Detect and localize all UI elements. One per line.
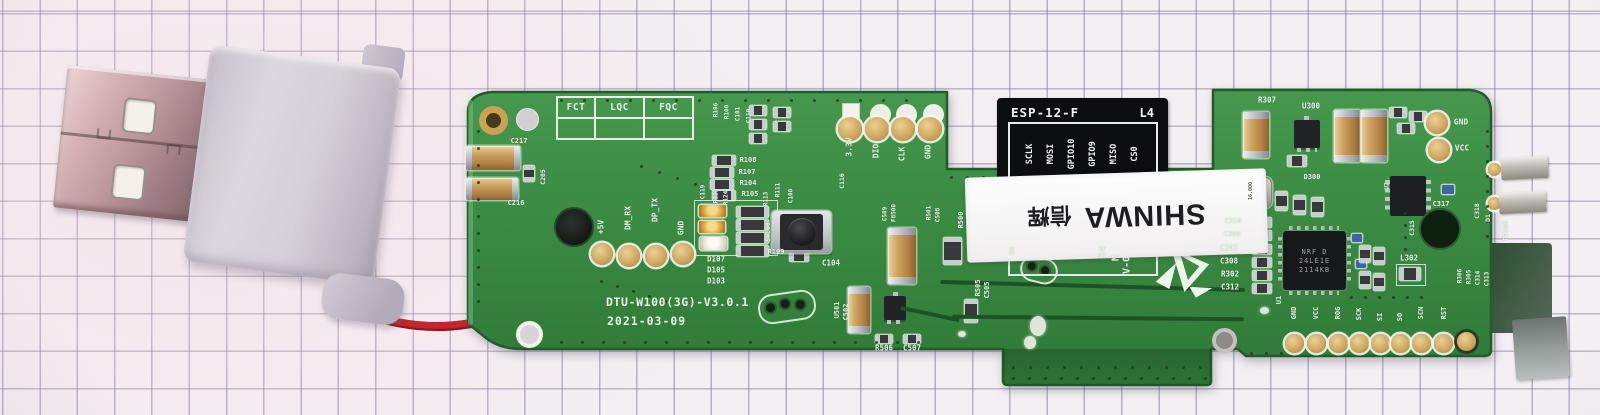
board-model-text: DTU-W100(3G)-V3.0.1 (606, 295, 749, 309)
scuff-mark (1030, 316, 1046, 336)
nrf24le1-chip: NRF D 24LE1E 2114KB (1278, 226, 1351, 295)
esp-pin-label: MOSI (1046, 143, 1056, 165)
esp-pin-label: GPIO10 (1067, 138, 1077, 170)
qc-cell-fqc: FQC (644, 97, 693, 118)
antenna-logo (1155, 247, 1213, 298)
qc-cell-empty (557, 118, 595, 139)
esp-pin-label: SCLK (1025, 143, 1035, 165)
sticker-brand-text: SHINWA (1083, 197, 1206, 234)
dark-component-left (554, 207, 594, 247)
sticker-flipped-text: SHINWA 信辉 (965, 168, 1269, 262)
tactile-switch-body (780, 214, 823, 250)
qc-cell-empty (595, 118, 644, 139)
scuff-mark (1024, 336, 1036, 349)
scuff-mark (958, 331, 966, 337)
qc-cell-fct: FCT (557, 97, 595, 118)
dark-hole-right (1419, 208, 1461, 250)
mount-hole-left (516, 321, 543, 348)
gold-ring-hole (479, 106, 508, 135)
qc-cell-lqc: LQC (595, 97, 644, 118)
spring-contact-top (1500, 155, 1549, 181)
tactile-switch (772, 211, 831, 253)
esp-pin-label: MISO (1109, 143, 1119, 165)
shinwa-sticker: SHINWA 信辉 (964, 168, 1269, 263)
scuff-mark (1260, 307, 1269, 314)
spring-contact-bottom (1498, 190, 1547, 215)
left-edge-highlight (468, 100, 473, 325)
qc-cell-empty (644, 118, 693, 139)
board-date-text: 2021-03-09 (607, 314, 687, 328)
nrf-marking-line1: NRF D (1301, 247, 1328, 256)
qc-stamp-table: FCT LQC FQC (556, 96, 694, 140)
esp-module-grade: L4 (1139, 106, 1154, 120)
esp-module-name: ESP-12-F (1011, 105, 1080, 120)
esp-pin-label: GPIO9 (1088, 141, 1098, 167)
esp-pin-label: CS0 (1130, 146, 1140, 162)
mount-hole-right (1212, 328, 1237, 353)
sticker-cjk-text: 信辉 (1027, 201, 1072, 229)
bottom-tab-shading (1003, 349, 1211, 385)
nrf-marking-line3: 2114KB (1298, 265, 1331, 274)
plain-hole (516, 108, 539, 131)
tactile-switch-button (787, 218, 816, 246)
nrf-marking-line2: 24LE1E (1298, 256, 1331, 265)
